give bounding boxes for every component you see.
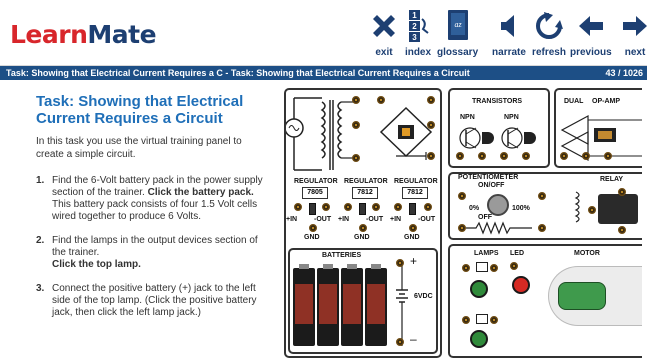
lamp-bottom[interactable]: [470, 330, 488, 348]
battery-pack-icon: [293, 264, 387, 346]
transformer-rectifier-diagram: [286, 97, 433, 171]
page-counter: 43 / 1026: [605, 68, 643, 78]
svg-text:3: 3: [412, 33, 417, 42]
next-button[interactable]: next: [617, 8, 647, 58]
transistor-diagram: [459, 127, 536, 149]
transistor-jack[interactable]: [456, 152, 464, 160]
svg-text:az: az: [454, 20, 462, 29]
regulator-gnd-jack[interactable]: [409, 224, 417, 232]
step-item: 1. Find the 6-Volt battery pack in the p…: [36, 175, 263, 222]
rectifier-jack[interactable]: [427, 96, 435, 104]
relay-jack[interactable]: [618, 226, 626, 234]
regulator-in-jack[interactable]: [344, 203, 352, 211]
potentiometer-symbol: [466, 221, 532, 235]
transformer-jack[interactable]: [352, 121, 360, 129]
lamp-symbol-top: [476, 262, 488, 272]
lamp-bottom-left-jack[interactable]: [462, 316, 470, 324]
regulator-switch[interactable]: [409, 203, 416, 215]
arrow-left-icon: [573, 8, 609, 44]
regulator-out-jack[interactable]: [372, 203, 380, 211]
lamp-symbol-bottom: [476, 314, 488, 324]
rectifier-jack[interactable]: [427, 152, 435, 160]
regulator-7812[interactable]: 7812: [352, 187, 378, 199]
svg-text:2: 2: [412, 22, 417, 31]
refresh-icon: [531, 8, 567, 44]
transformer-jack[interactable]: [352, 154, 360, 162]
rectifier-jack[interactable]: [427, 121, 435, 129]
regulator-switch[interactable]: [359, 203, 366, 215]
transistor-jack[interactable]: [478, 152, 486, 160]
numbered-list-icon: 1 2 3: [400, 8, 436, 44]
motor[interactable]: [558, 282, 606, 310]
refresh-button[interactable]: refresh: [531, 8, 567, 58]
breadcrumb: Task: Showing that Electrical Current Re…: [6, 68, 470, 78]
potentiometer-knob[interactable]: [487, 194, 509, 216]
led[interactable]: [512, 276, 530, 294]
transistor-jack[interactable]: [522, 152, 530, 160]
regulator-7805[interactable]: 7805: [302, 187, 328, 199]
step-item: 2. Find the lamps in the output devices …: [36, 235, 258, 270]
potentiometer-jack[interactable]: [458, 224, 466, 232]
regulator-in-jack[interactable]: [394, 203, 402, 211]
transistors-section: [448, 88, 550, 168]
relay-jack[interactable]: [618, 188, 626, 196]
led-jack[interactable]: [510, 262, 518, 270]
potentiometer-jack[interactable]: [538, 224, 546, 232]
previous-button[interactable]: previous: [570, 8, 612, 58]
transformer-jack[interactable]: [352, 96, 360, 104]
arrow-right-icon: [617, 8, 647, 44]
regulator-switch[interactable]: [309, 203, 316, 215]
op-amp-jack[interactable]: [560, 152, 568, 160]
learnmate-logo: LearnMate: [10, 20, 157, 49]
relay-coil-symbol: [574, 191, 580, 223]
svg-text:1: 1: [412, 11, 417, 20]
regulator-gnd-jack[interactable]: [309, 224, 317, 232]
regulator-7812[interactable]: 7812: [402, 187, 428, 199]
lamp-top-right-jack[interactable]: [490, 264, 498, 272]
breadcrumb-bar: Task: Showing that Electrical Current Re…: [0, 66, 647, 80]
lamp-top-left-jack[interactable]: [462, 264, 470, 272]
lamp-bottom-right-jack[interactable]: [490, 316, 498, 324]
speaker-icon: [491, 8, 527, 44]
battery-symbol: [396, 266, 408, 346]
potentiometer-jack[interactable]: [458, 192, 466, 200]
potentiometer-jack[interactable]: [538, 192, 546, 200]
virtual-trainer-panel: REGULATOR REGULATOR REGULATOR 7805 7812 …: [282, 86, 642, 358]
regulator-gnd-jack[interactable]: [359, 224, 367, 232]
regulator-out-jack[interactable]: [322, 203, 330, 211]
task-instructions: Task: Showing that Electrical Current Re…: [0, 80, 280, 358]
relay-jack[interactable]: [588, 206, 596, 214]
battery-positive-jack[interactable]: [396, 259, 404, 267]
regulator-in-jack[interactable]: [294, 203, 302, 211]
op-amp-diagram: [560, 114, 642, 162]
task-intro: In this task you use the virtual trainin…: [36, 136, 242, 160]
narrate-button[interactable]: narrate: [491, 8, 527, 58]
step-list: 1. Find the 6-Volt battery pack in the p…: [36, 175, 268, 319]
rectifier-jack[interactable]: [377, 96, 385, 104]
relay-component[interactable]: [598, 194, 638, 224]
regulator-out-jack[interactable]: [424, 203, 432, 211]
op-amp-jack[interactable]: [582, 152, 590, 160]
transistor-jack[interactable]: [500, 152, 508, 160]
exit-button[interactable]: exit: [366, 8, 402, 58]
battery-negative-jack[interactable]: [396, 338, 404, 346]
app-header: LearnMate exit 1 2 3 index: [0, 0, 647, 66]
op-amp-jack[interactable]: [604, 152, 612, 160]
x-icon: [366, 8, 402, 44]
step-item: 3. Connect the positive battery (+) jack…: [36, 283, 257, 318]
lamp-top[interactable]: [470, 280, 488, 298]
glossary-button[interactable]: az glossary: [437, 8, 478, 58]
index-button[interactable]: 1 2 3 index: [400, 8, 436, 58]
battery-pack[interactable]: [292, 264, 388, 348]
task-title: Task: Showing that Electrical Current Re…: [36, 93, 244, 127]
dictionary-icon: az: [440, 8, 476, 44]
